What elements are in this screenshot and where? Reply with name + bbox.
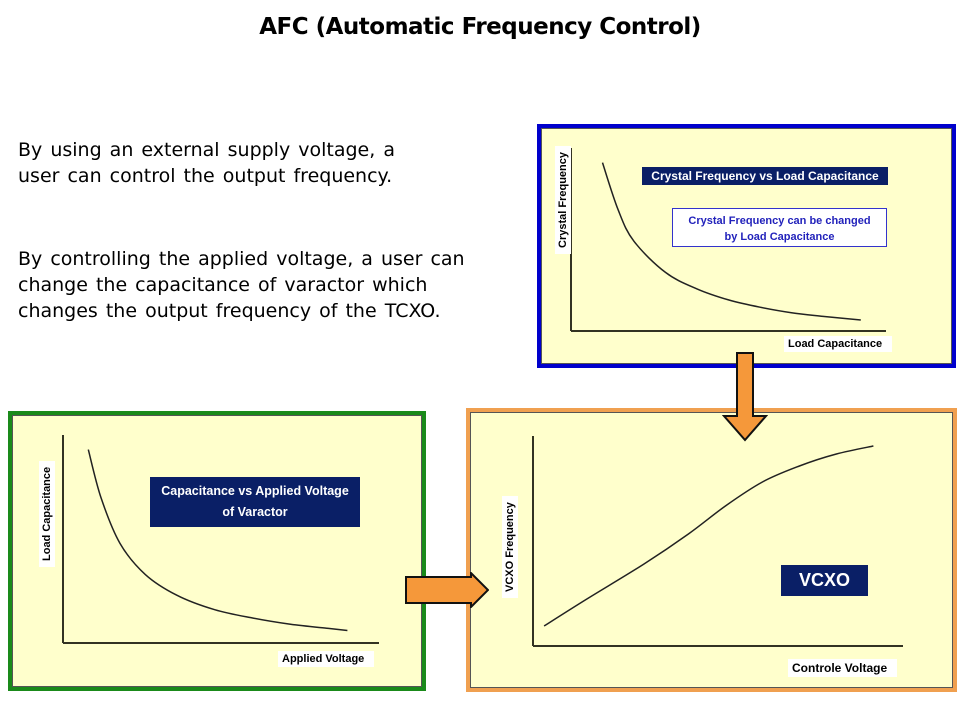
- right-arrow-icon: [405, 572, 489, 608]
- vcxo-frequency-curve: [543, 445, 874, 627]
- panel-frame: [470, 412, 953, 688]
- capacitance-curve: [87, 449, 348, 632]
- y-axis-label: VCXO Frequency: [502, 496, 518, 598]
- slide-title: AFC (Automatic Frequency Control): [259, 14, 701, 40]
- intro-paragraph: By using an external supply voltage, a u…: [18, 139, 395, 187]
- title-line-1: Capacitance vs Applied Voltage: [161, 484, 349, 498]
- crystal-frequency-panel: Crystal Frequency Load Capacitance Cryst…: [537, 124, 956, 368]
- crystal-frequency-chart: [570, 148, 886, 332]
- title-line-2: of Varactor: [222, 505, 288, 519]
- crystal-frequency-curve: [601, 162, 861, 321]
- chart-title-box: Capacitance vs Applied Voltage of Varact…: [150, 477, 360, 527]
- vcxo-panel: VCXO Frequency Controle Voltage VCXO: [466, 408, 957, 692]
- down-arrow-icon: [722, 352, 768, 442]
- x-axis-label: Load Capacitance: [784, 336, 893, 352]
- vcxo-badge: VCXO: [781, 565, 868, 596]
- varactor-chart: [62, 435, 379, 644]
- y-axis-label: Crystal Frequency: [555, 146, 571, 254]
- varactor-panel: Load Capacitance Applied Voltage Capacit…: [8, 411, 426, 691]
- panel-frame: [12, 415, 422, 687]
- detail-paragraph: By controlling the applied voltage, a us…: [18, 248, 465, 322]
- note-box: Crystal Frequency can be changed by Load…: [672, 208, 887, 247]
- note-line-2: by Load Capacitance: [724, 231, 835, 243]
- x-axis-label: Controle Voltage: [788, 659, 898, 677]
- chart-title-box: Crystal Frequency vs Load Capacitance: [642, 167, 888, 185]
- y-axis-label: Load Capacitance: [39, 460, 55, 567]
- vcxo-chart: [532, 436, 903, 647]
- x-axis-label: Applied Voltage: [278, 651, 375, 667]
- note-line-1: Crystal Frequency can be changed: [688, 215, 871, 227]
